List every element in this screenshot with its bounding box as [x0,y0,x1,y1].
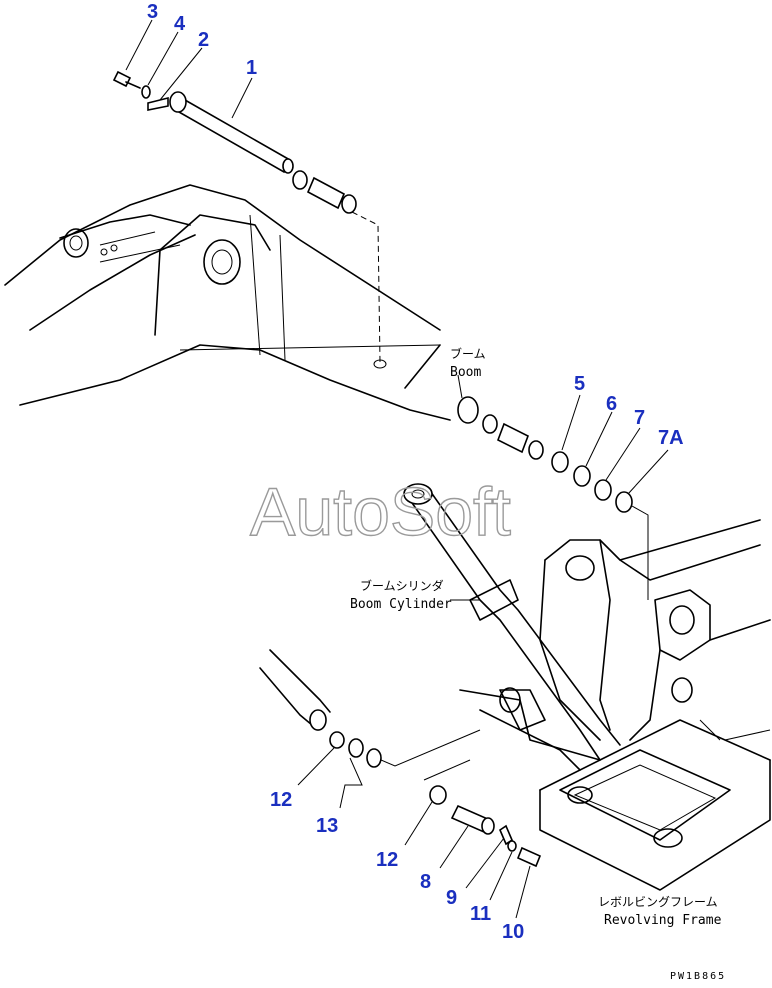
callout-5: 5 [574,373,585,395]
callout-2: 2 [198,29,209,51]
shim-13-a [348,738,364,758]
boom-label-en: Boom [450,365,481,380]
callout-4: 4 [174,13,186,35]
shim-5 [551,451,569,473]
shim-7 [594,479,612,501]
frame-label-en: Revolving Frame [604,913,722,928]
leader-lines [125,19,669,919]
callout-7a: 7A [658,427,684,449]
washer-11 [507,840,517,852]
callout-7: 7 [634,407,645,429]
callout-11: 11 [470,903,491,925]
text-labels: ブーム Boom ブームシリンダ Boom Cylinder レボルビングフレー… [350,346,726,982]
callout-8: 8 [420,871,431,893]
callout-6: 6 [606,393,617,415]
revolving-frame [459,519,771,891]
callout-3: 3 [147,1,158,23]
cylinder-label-en: Boom Cylinder [350,597,452,612]
plate-9 [499,824,513,846]
spacer-12-a [329,731,345,749]
callout-10: 10 [502,921,524,943]
boom-label-jp: ブーム [450,346,486,361]
bolt-10 [516,846,542,868]
drawing-code: PW1B865 [670,971,726,982]
shim-13-b [366,748,382,768]
watermark: AutoSoft [250,474,511,550]
callout-13: 13 [316,815,338,837]
boom-body [4,184,451,421]
callout-1: 1 [246,57,257,79]
callout-numbers: 3 4 2 1 5 6 7 7A 12 13 12 8 9 11 10 [147,1,684,943]
frame-label-jp: レボルビングフレーム [598,895,718,909]
cylinder-label-jp: ブームシリンダ [360,578,444,593]
spacer-12-b [429,785,447,805]
callout-9: 9 [446,887,457,909]
pin-assembly-boom-foot [457,396,649,600]
pin-assembly-top [112,70,387,369]
cylinder-head-pin-set [259,649,542,868]
shim-7a [615,491,633,513]
callout-12-lower: 12 [376,849,398,871]
callout-12-left: 12 [270,789,292,811]
shim-6 [573,465,591,487]
boom-cylinder [403,483,621,761]
